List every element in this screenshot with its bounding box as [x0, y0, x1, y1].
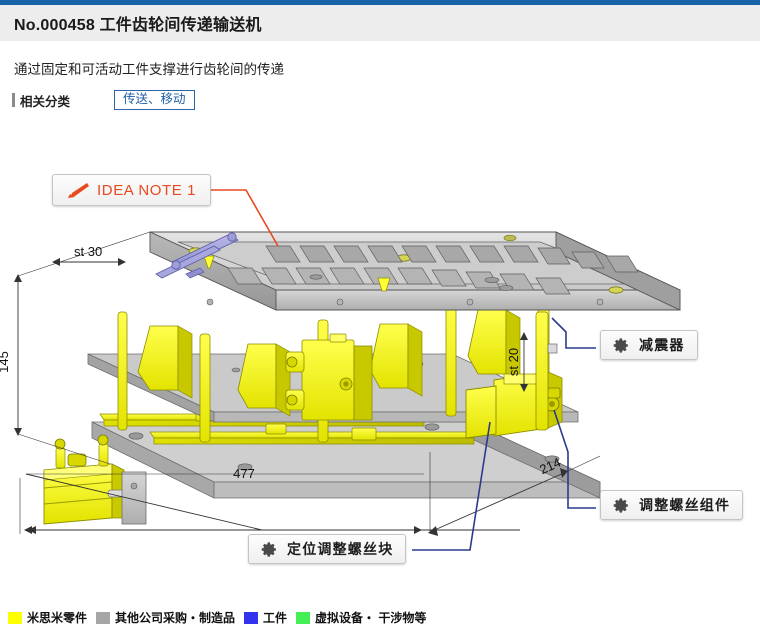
callout-position-adjust-block[interactable]: 定位调整螺丝块	[248, 534, 407, 564]
top-accent-bar	[0, 0, 760, 5]
callout-adjust-screw-set-label: 调整螺丝组件	[639, 497, 731, 513]
support-gussets	[137, 309, 521, 417]
legend-item: 其他公司采购・制造品	[96, 609, 235, 626]
legend-item: 工件	[244, 609, 287, 626]
dimension-lines	[14, 231, 601, 536]
center-actuator-block	[285, 333, 373, 421]
cylinder-fittings	[54, 434, 109, 469]
dim-label-145: 145	[0, 351, 11, 373]
adjust-screw-assembly	[493, 371, 563, 437]
page-title: No.000458 工件齿轮间传递输送机	[14, 17, 262, 34]
dim-label-st30: st 30	[74, 244, 102, 259]
gear-icon	[261, 541, 278, 558]
page-description: 通过固定和可活动工件支撑进行齿轮间的传递	[14, 62, 284, 77]
legend-swatch-other-company	[96, 611, 111, 624]
legend-label: 其他公司采购・制造品	[115, 611, 236, 625]
legend-item: 虚拟设备・ 干涉物等	[296, 609, 426, 626]
legend-swatch-workpiece	[244, 611, 259, 624]
category-tag-link[interactable]: 传送、移动	[114, 90, 195, 110]
callout-idea-note[interactable]: IDEA NOTE 1	[52, 174, 212, 206]
legend-label: 米思米零件	[27, 611, 88, 625]
title-bar: No.000458 工件齿轮间传递输送机	[0, 5, 760, 41]
leader-lines	[204, 189, 596, 551]
legend-item: 米思米零件	[8, 609, 87, 626]
callout-damper-label: 减震器	[639, 337, 685, 353]
gear-icon	[613, 337, 630, 354]
workpiece-shafts	[155, 232, 239, 279]
category-marker	[12, 93, 15, 107]
callout-position-adjust-block-label: 定位调整螺丝块	[287, 541, 394, 557]
position-adjust-screw-block	[465, 385, 497, 439]
callout-adjust-screw-set[interactable]: 调整螺丝组件	[600, 490, 744, 520]
callout-damper[interactable]: 减震器	[600, 330, 698, 360]
category-label: 相关分类	[20, 94, 71, 109]
damper-post	[535, 311, 558, 431]
rear-comb-supports	[265, 245, 639, 273]
category-row: 相关分类 传送、移动	[12, 90, 195, 110]
dim-label-st20: st 20	[506, 348, 521, 376]
front-comb-supports	[203, 255, 571, 295]
gear-icon	[613, 497, 630, 514]
callout-idea-note-label: IDEA NOTE 1	[97, 181, 197, 199]
pencil-icon	[67, 182, 89, 198]
legend: 米思米零件 其他公司采购・制造品 工件 虚拟设备・ 干涉物等	[0, 600, 760, 635]
dim-label-477: 477	[233, 466, 255, 481]
legend-swatch-virtual	[296, 611, 311, 624]
cad-drawing-canvas: st 30 145 st 20 477 214 IDEA NOTE 1	[0, 122, 760, 600]
legend-swatch-misumi	[8, 611, 22, 624]
legend-label: 工件	[263, 611, 288, 625]
legend-label: 虚拟设备・ 干涉物等	[315, 611, 427, 625]
